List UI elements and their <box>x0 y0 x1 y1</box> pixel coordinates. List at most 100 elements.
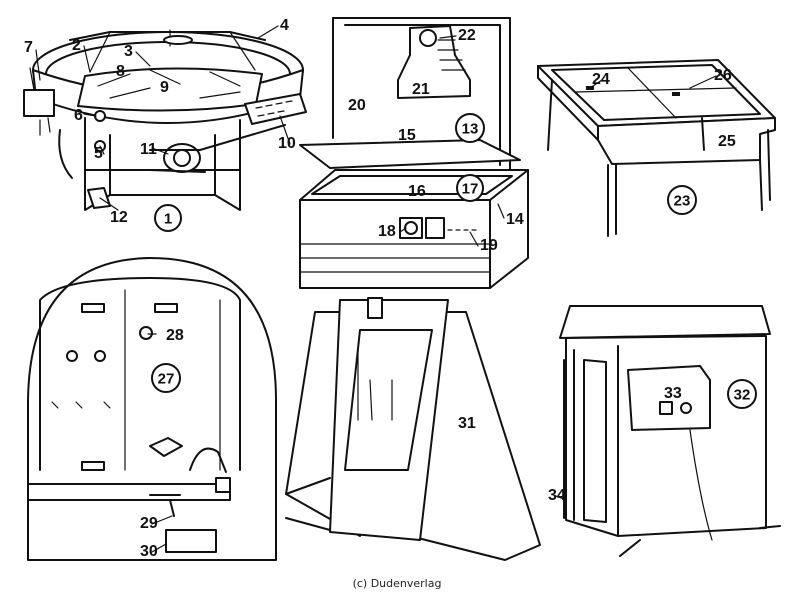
foot-panel-30 <box>165 529 217 553</box>
sink-trough <box>27 483 231 501</box>
vent-1 <box>81 303 105 313</box>
drain-box <box>215 477 231 493</box>
axle-top <box>163 35 193 45</box>
machine-27-processor <box>27 257 277 561</box>
unit-body <box>565 335 767 537</box>
plate <box>77 67 263 112</box>
label-15: 15 <box>398 127 416 144</box>
machine-32-unit <box>559 305 781 557</box>
lamp-housing <box>397 25 471 99</box>
figure-32-circle <box>727 379 757 409</box>
label-4: 4 <box>280 17 289 34</box>
vent-3 <box>81 461 105 471</box>
lamp-fins <box>437 39 466 71</box>
machine-31-cabinet <box>285 297 541 561</box>
gauge-18 <box>399 217 423 239</box>
label-30: 30 <box>140 543 158 560</box>
figure-23-circle <box>667 185 697 215</box>
tap-hose <box>189 447 227 473</box>
unit-top <box>559 305 771 339</box>
label-7: 7 <box>24 39 33 56</box>
label-16: 16 <box>408 183 426 200</box>
tap-box <box>149 437 183 457</box>
figure-17-number: 17 <box>462 181 479 198</box>
upright-frame <box>332 17 511 171</box>
hose <box>58 129 73 179</box>
label-9: 9 <box>160 79 169 96</box>
part-labels: 2 3 4 5 6 7 8 9 10 11 12 14 15 16 18 19 … <box>24 17 736 560</box>
table-latch <box>672 92 680 96</box>
motor <box>163 143 201 173</box>
figure-13-number: 13 <box>462 121 479 138</box>
figure-1-number: 1 <box>164 211 172 228</box>
frame-legs <box>84 117 241 211</box>
vent-2 <box>154 303 178 313</box>
timer-17 <box>425 217 445 239</box>
figure-17-circle <box>456 174 484 202</box>
label-6: 6 <box>74 107 83 124</box>
side-box <box>23 89 55 117</box>
label-25: 25 <box>718 133 736 150</box>
label-10: 10 <box>278 135 296 152</box>
label-14: 14 <box>506 211 524 228</box>
lamp-reflector <box>419 29 437 47</box>
unit-control-box <box>627 365 711 431</box>
unit-cable <box>689 429 713 541</box>
label-2: 2 <box>72 37 81 54</box>
cabinet-door <box>344 329 433 471</box>
rail-34 <box>563 349 575 521</box>
figure-labels: 1 13 17 23 27 32 <box>151 113 757 409</box>
figure-27-number: 27 <box>158 371 175 388</box>
knob-1 <box>66 350 78 362</box>
machine-1-rotary-machine <box>23 29 307 211</box>
table-apron <box>597 117 776 165</box>
figure-32-number: 32 <box>734 387 751 404</box>
cabinet-base-left <box>285 477 331 531</box>
unit-gauge-2 <box>680 402 692 414</box>
table-legs <box>547 79 771 237</box>
label-34: 34 <box>548 487 566 504</box>
glass-division <box>575 67 737 119</box>
unit-window <box>583 359 607 523</box>
drawers <box>299 243 491 273</box>
unit-gauge-1 <box>659 401 673 415</box>
thermometer-28 <box>139 326 153 340</box>
label-26: 26 <box>714 67 732 84</box>
label-33: 33 <box>664 385 682 402</box>
label-18: 18 <box>378 223 396 240</box>
label-21: 21 <box>412 81 430 98</box>
label-29: 29 <box>140 515 158 532</box>
label-19: 19 <box>480 237 498 254</box>
label-31: 31 <box>458 415 476 432</box>
figure-23-number: 23 <box>674 193 691 210</box>
clips <box>51 401 111 409</box>
pedal <box>87 187 111 209</box>
cabinet-front <box>329 299 449 541</box>
table-glass <box>551 64 761 121</box>
plate-clamps <box>97 69 241 99</box>
label-8: 8 <box>116 63 125 80</box>
cabinet-handles <box>357 349 393 421</box>
figure-27-circle <box>151 363 181 393</box>
label-28: 28 <box>166 327 184 344</box>
table-left-edge <box>537 65 599 141</box>
label-5: 5 <box>94 145 103 162</box>
label-20: 20 <box>348 97 366 114</box>
door-seams <box>124 289 221 471</box>
label-3: 3 <box>124 43 133 60</box>
leader-lines <box>35 25 717 553</box>
cabinet-control-1 <box>367 297 383 319</box>
unit-feet <box>619 525 781 557</box>
knob-2 <box>94 350 106 362</box>
copyright-caption: (c) Dudenverlag <box>353 577 442 590</box>
processor-door-frame <box>39 277 241 471</box>
drain-valve <box>149 494 181 517</box>
label-11: 11 <box>140 141 157 158</box>
panel-buttons <box>255 100 293 117</box>
glass-frame-lid <box>299 139 521 169</box>
label-12: 12 <box>110 209 128 226</box>
figure-1-circle <box>154 204 182 232</box>
label-22: 22 <box>458 27 476 44</box>
